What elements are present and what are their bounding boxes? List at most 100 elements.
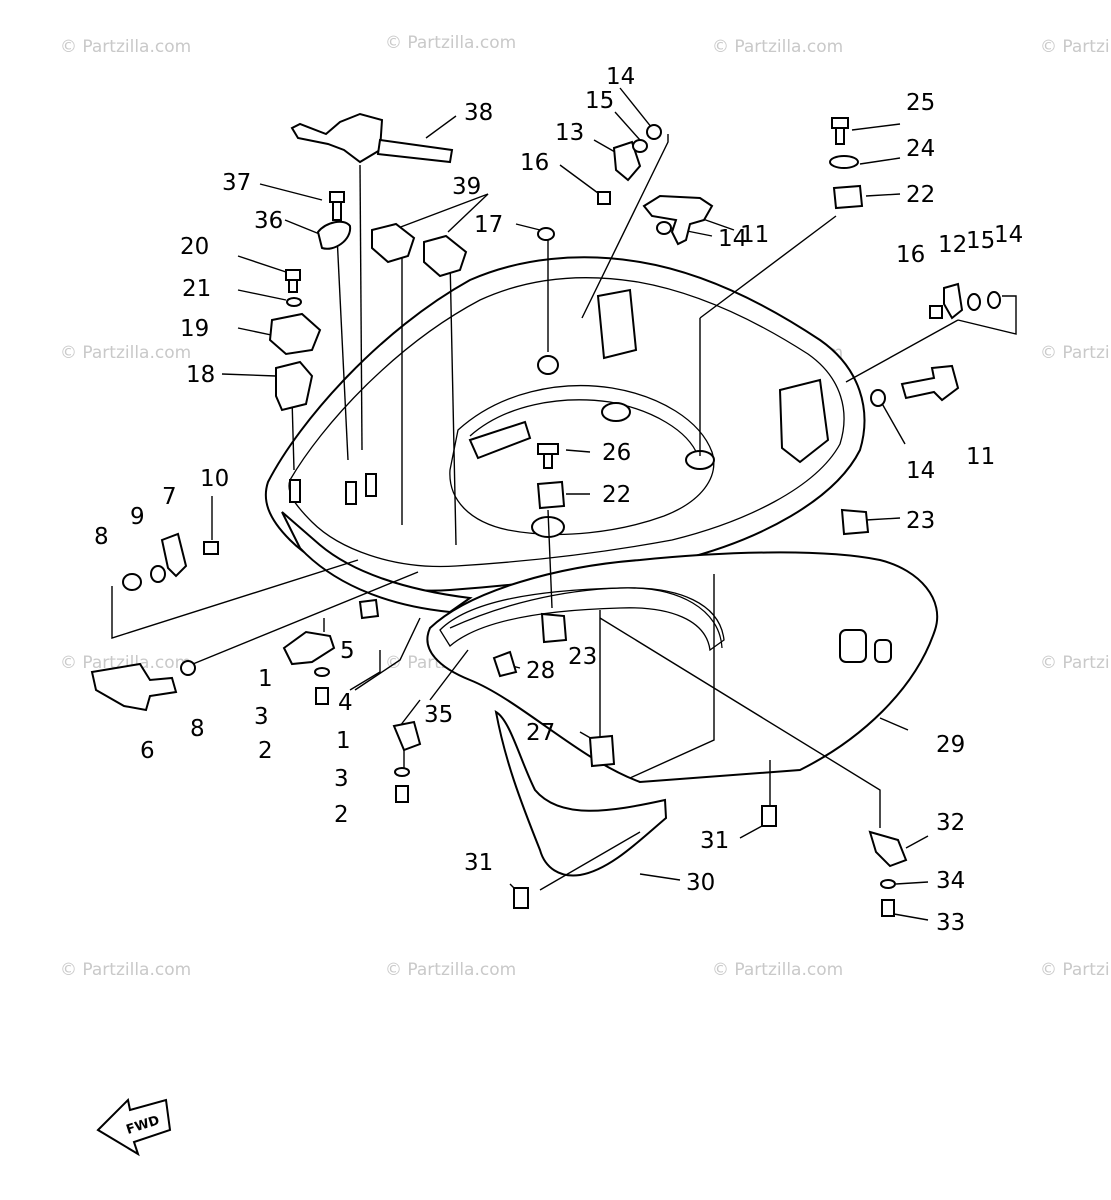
leader-line xyxy=(397,193,489,229)
callout-label: 35 xyxy=(424,702,453,728)
callout-label: 16 xyxy=(896,242,925,268)
leader-line xyxy=(449,257,457,546)
nut xyxy=(646,124,662,140)
leader-line xyxy=(111,559,359,639)
callout-label: 3 xyxy=(334,766,349,792)
leader-lines xyxy=(111,87,1017,921)
leader-line xyxy=(865,193,901,197)
leader-line xyxy=(581,134,669,319)
leader-line xyxy=(957,295,1017,335)
bolt-head xyxy=(831,117,849,129)
leader-line xyxy=(893,913,929,921)
leader-line xyxy=(335,214,349,461)
callout-label: 9 xyxy=(130,504,145,530)
bolt xyxy=(513,887,529,909)
leader-line xyxy=(699,215,837,319)
callout-label: 18 xyxy=(186,362,215,388)
leader-line xyxy=(559,164,603,197)
callout-label: 20 xyxy=(180,234,209,260)
callout-label: 14 xyxy=(606,64,635,90)
leader-line xyxy=(349,650,381,691)
leader-line xyxy=(699,217,735,231)
callout-label: 7 xyxy=(162,484,177,510)
grommet xyxy=(832,184,864,210)
watermark-text: © Partzilla.com xyxy=(1040,960,1111,980)
rubber-pad xyxy=(540,612,568,644)
fwd-arrow-icon xyxy=(96,1097,172,1157)
watermark-text: © Partzilla.com xyxy=(60,37,191,57)
callout-label: 1 xyxy=(336,728,351,754)
bracket xyxy=(943,282,964,320)
rear-bracket xyxy=(596,288,638,360)
washer xyxy=(286,297,302,307)
side-cover-29 xyxy=(426,551,939,784)
lever xyxy=(90,662,178,712)
cable-strap xyxy=(376,138,454,164)
bolt-shank xyxy=(288,279,298,293)
callout-label: 31 xyxy=(464,850,493,876)
leader-line xyxy=(237,289,287,301)
leader-line xyxy=(629,574,715,779)
bushing xyxy=(358,598,380,620)
mount-boss xyxy=(601,402,631,422)
leader-line xyxy=(565,449,591,453)
leader-line xyxy=(639,873,681,881)
washer xyxy=(150,565,166,583)
watermark-text: © Partzilla.com xyxy=(1040,653,1111,673)
post xyxy=(345,481,357,505)
callout-label: 11 xyxy=(966,444,995,470)
callout-label: 30 xyxy=(686,870,715,896)
callout-label: 2 xyxy=(258,738,273,764)
screw xyxy=(597,191,611,205)
watermark-text: © Partzilla.com xyxy=(60,960,191,980)
screw xyxy=(929,305,943,319)
cowling-floor-ridge xyxy=(469,399,699,457)
callout-label: 39 xyxy=(452,174,481,200)
washer xyxy=(880,879,896,889)
grommet xyxy=(536,480,566,510)
bolt xyxy=(761,805,777,827)
post xyxy=(289,479,301,503)
callout-label: 27 xyxy=(526,720,555,746)
washer xyxy=(829,155,859,169)
mount-boss xyxy=(537,355,559,375)
callout-label: 23 xyxy=(568,644,597,670)
watermark-text: © Partzilla.com xyxy=(385,960,516,980)
leader-line xyxy=(739,825,763,839)
leader-line xyxy=(599,617,881,828)
leader-line xyxy=(895,881,929,885)
washer xyxy=(632,139,648,153)
callout-label: 15 xyxy=(966,228,995,254)
leader-line xyxy=(359,164,363,451)
callout-label: 22 xyxy=(906,182,935,208)
cable-clamp xyxy=(290,112,384,164)
bolt-head xyxy=(537,443,559,455)
callout-label: 31 xyxy=(700,828,729,854)
watermark-text: © Partzilla.com xyxy=(1040,37,1111,57)
cowling-rim xyxy=(264,256,866,592)
watermark-text: © Partzilla.com xyxy=(385,33,516,53)
callout-label: 22 xyxy=(602,482,631,508)
nut xyxy=(656,221,672,235)
leader-line xyxy=(447,193,489,233)
post xyxy=(365,473,377,497)
cowling-inner-rim xyxy=(288,277,845,568)
callout-label: 29 xyxy=(936,732,965,758)
callout-label: 25 xyxy=(906,90,935,116)
callout-label: 34 xyxy=(936,868,965,894)
fwd-arrow: FWD xyxy=(96,1097,172,1157)
stay xyxy=(160,532,188,578)
bolt-shank xyxy=(543,453,553,469)
leader-line xyxy=(259,183,323,201)
callout-label: 12 xyxy=(938,232,967,258)
leader-line xyxy=(859,157,901,165)
plug xyxy=(492,650,518,678)
side-cover-30 xyxy=(494,710,668,877)
leader-line xyxy=(221,373,277,377)
grommet xyxy=(588,734,616,768)
callout-label: 23 xyxy=(906,508,935,534)
small-parts xyxy=(90,112,1001,917)
watermark-text: © Partzilla.com xyxy=(712,960,843,980)
leader-line xyxy=(851,123,901,131)
